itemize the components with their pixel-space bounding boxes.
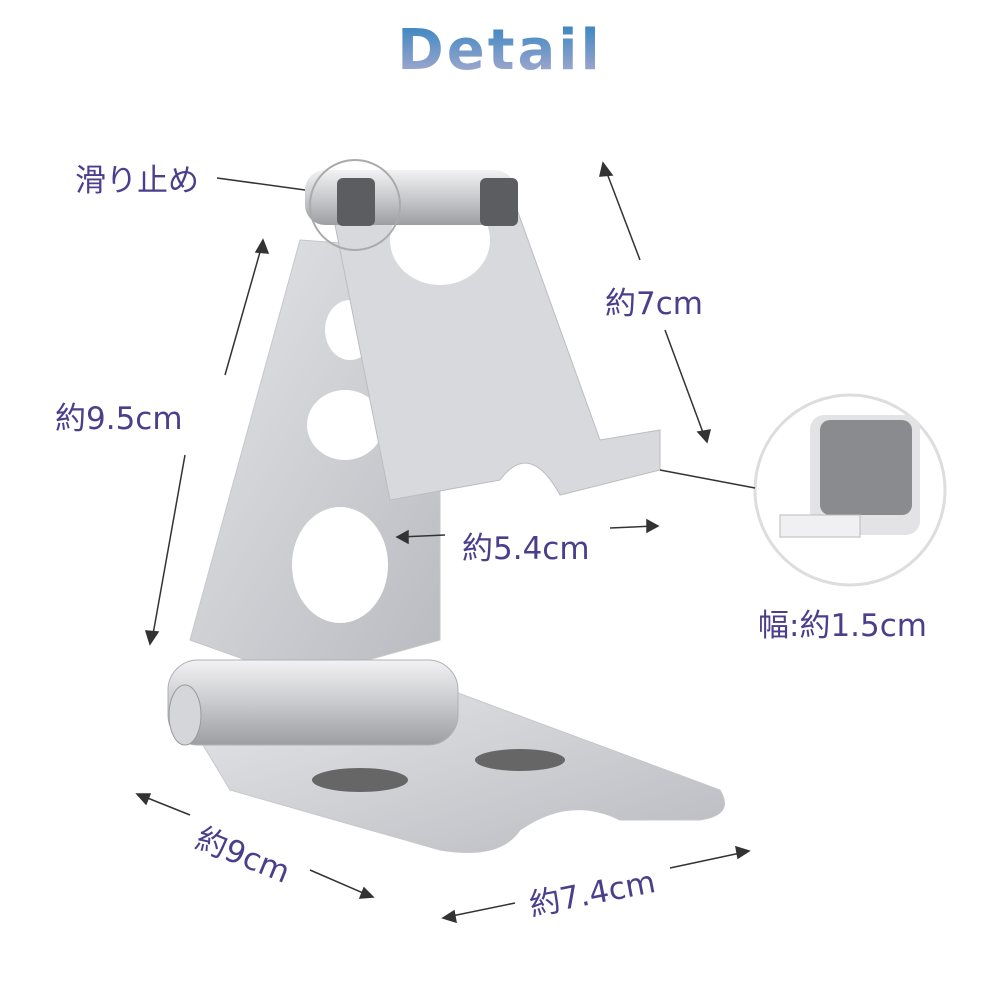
height-back-label: 約9.5cm xyxy=(55,401,183,437)
anti-slip-label: 滑り止め xyxy=(75,163,199,199)
height-top-label: 約7cm xyxy=(605,286,703,322)
page-title: Detail xyxy=(0,18,1000,83)
pad-width-label: 幅:約1.5cm xyxy=(758,608,927,644)
inner-width-label: 約5.4cm xyxy=(462,531,590,567)
